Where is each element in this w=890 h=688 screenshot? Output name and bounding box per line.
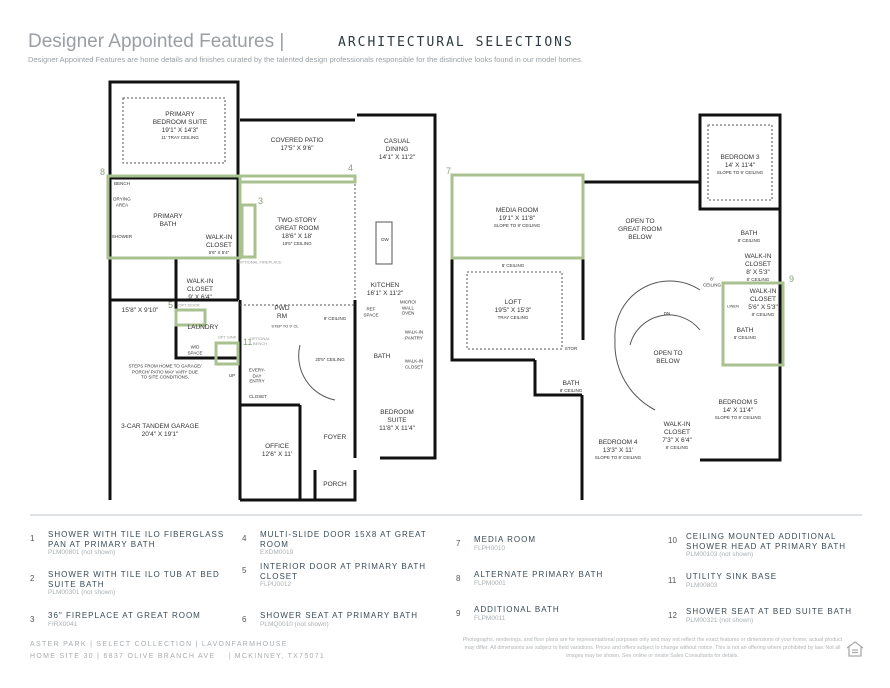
- label-step: STEP TO 9' CL: [271, 323, 299, 329]
- label-dishwasher: DW: [381, 237, 389, 243]
- label-linen: LINEN: [727, 303, 739, 309]
- disclaimer: Photographs, renderings, and floor plans…: [462, 637, 843, 659]
- address-line: HOME SITE 30 | 6837 OLIVE BRANCH AVE | M…: [30, 653, 326, 660]
- label-9-ceiling: 9' CEILING: [323, 316, 347, 322]
- label-8-ceiling: 8' CEILING: [501, 263, 525, 269]
- marker-4: 4: [348, 163, 354, 173]
- page-description: Designer Appointed Features are home det…: [28, 55, 583, 64]
- highlight-8: [106, 174, 242, 260]
- label-8-ceiling-hall: 8'CEILING: [702, 276, 722, 287]
- marker-8: 8: [100, 167, 106, 177]
- label-micro-wall-oven: MICRO/ WALL OVEN: [399, 299, 417, 316]
- divider: [30, 514, 862, 516]
- label-up: UP: [228, 373, 236, 379]
- marker-7: 7: [446, 166, 452, 176]
- label-opt-door: OPT DOOR: [178, 302, 200, 308]
- marker-3: 3: [258, 196, 264, 206]
- highlight-11: [214, 341, 240, 366]
- label-20-ceiling: 20'5" CEILING: [315, 357, 345, 363]
- page-subtitle: ARCHITECTURAL SELECTIONS: [338, 35, 574, 50]
- room-storage: STOR: [564, 346, 578, 352]
- label-opt-sink: OPT SINK: [217, 334, 237, 340]
- label-optional-bench: OPTIONAL BENCH: [249, 336, 271, 346]
- highlight-7: [450, 173, 585, 260]
- room-walk-in-pantry: WALK-IN PANTRY: [404, 329, 424, 340]
- label-ref-space: REF SPACE: [363, 306, 379, 317]
- room-flex-dimensions: 15'8" X 9'10": [121, 306, 159, 314]
- community-line: ASTER PARK | SELECT COLLECTION | LAVONFA…: [30, 641, 288, 648]
- label-dn: DN: [663, 311, 671, 317]
- floor-plan-drawing: [106, 80, 785, 502]
- room-laundry: LAUNDRY: [187, 323, 219, 331]
- label-shower: SHOWER: [111, 234, 133, 240]
- label-wd-space: W/D SPACE: [187, 344, 203, 355]
- highlight-4: [238, 174, 357, 184]
- room-porch: PORCH: [323, 480, 347, 488]
- highlight-9: [721, 281, 785, 367]
- room-bath: BATH: [373, 352, 391, 360]
- room-walk-in-closet-suite: WALK-IN CLOSET: [404, 358, 424, 369]
- marker-9: 9: [789, 274, 795, 284]
- label-bench: BENCH: [114, 181, 130, 187]
- marker-5: 5: [168, 300, 174, 310]
- option-highlights: [106, 173, 785, 367]
- label-optional-fireplace: OPTIONAL FIREPLACE: [238, 259, 282, 265]
- steps-note: STEPS FROM HOME TO GARAGE/PORCH/ PATIO M…: [128, 363, 202, 380]
- highlight-3: [240, 203, 257, 259]
- label-drying-area: DRYING AREA: [113, 196, 131, 207]
- marker-11: 11: [243, 337, 253, 347]
- first-floor-details: [122, 97, 393, 401]
- room-foyer: FOYER: [323, 433, 347, 441]
- highlight-5: [174, 308, 207, 327]
- second-floor-details: [466, 124, 773, 411]
- page-title: Designer Appointed Features |: [28, 31, 285, 52]
- equal-housing-icon: [846, 641, 864, 657]
- room-closet: CLOSET: [248, 394, 268, 400]
